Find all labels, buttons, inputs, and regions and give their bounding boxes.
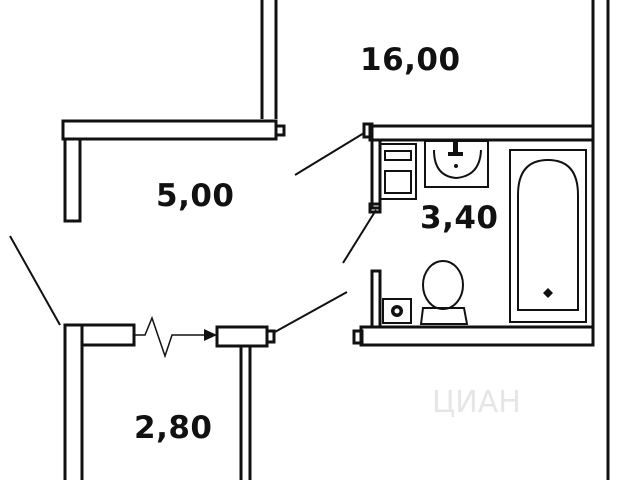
wall-bath-left: [370, 138, 382, 210]
wall-bath-bottom: [359, 325, 595, 347]
washer-drum-center: [394, 308, 400, 314]
bathtub-drain: [543, 288, 553, 298]
door-line-lower: [272, 291, 348, 334]
wall-bath-bottom-cap: [352, 329, 364, 345]
door-line-bath: [342, 209, 377, 264]
wall-upper-left: [260, 0, 278, 119]
area-bathroom: 3,40: [420, 200, 499, 236]
area-hall: 5,00: [156, 178, 235, 214]
wall-upper-right: [591, 0, 610, 480]
toilet-tank: [419, 307, 469, 325]
wall-lower-left: [63, 323, 133, 480]
toilet-bowl: [422, 260, 464, 310]
wall-bath-top-cap: [362, 122, 374, 139]
door-line-hall: [294, 132, 365, 176]
cabinet-bottom-panel: [384, 170, 412, 194]
zigzag-line: [134, 315, 196, 359]
wall-hall-top: [61, 119, 278, 141]
sink-bowl: [433, 149, 482, 180]
bathtub-outer: [509, 149, 587, 323]
wall-hall-stub: [63, 137, 82, 223]
wall-bath-left-lower: [370, 269, 382, 329]
wall-lower-mid-vertical: [239, 346, 252, 480]
wall-lower-mid-cap: [265, 329, 276, 344]
washer: [382, 298, 412, 324]
sink-drain: [454, 164, 458, 168]
wall-hall-top-cap: [274, 124, 286, 137]
bathtub-inner: [517, 158, 579, 311]
sink-counter: [424, 140, 489, 188]
wall-bath-top: [368, 124, 595, 142]
sink-faucet: [453, 142, 458, 154]
wall-lower-mid: [215, 325, 269, 348]
door-line-left: [9, 235, 61, 326]
area-room-bottom-left: 2,80: [134, 410, 213, 446]
cabinet-unit: [379, 143, 417, 200]
watermark-text: ЦИАН: [432, 385, 521, 420]
sink-faucet-spout: [448, 152, 463, 156]
area-room-top-right: 16,00: [360, 42, 461, 78]
arrow-head: [204, 329, 217, 341]
wall-lower-left-block: [80, 323, 136, 347]
cabinet-top-panel: [384, 150, 412, 161]
